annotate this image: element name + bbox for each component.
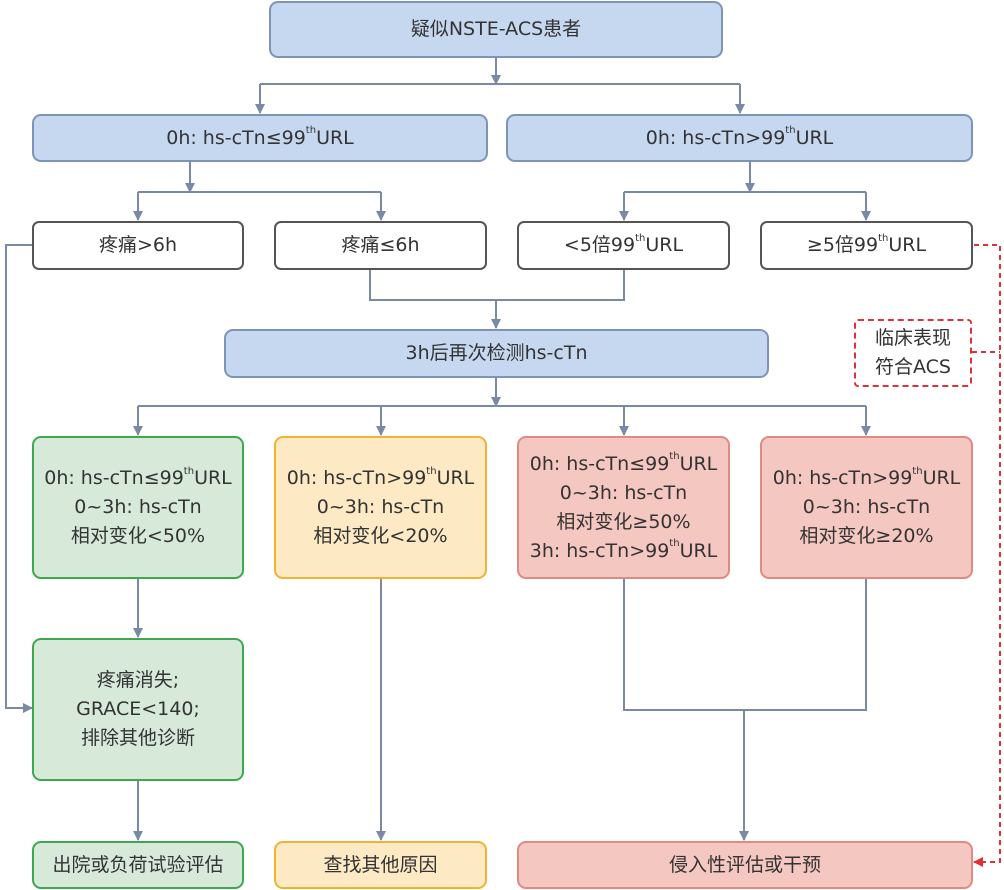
red1-line4: 3h: hs-cTn>99thURL: [529, 538, 718, 562]
pain-resolved-box: 疼痛消失; GRACE<140; 排除其他诊断: [32, 638, 244, 781]
clinical-note: 临床表现 符合ACS: [854, 319, 972, 387]
green-line2: 0~3h: hs-cTn: [74, 496, 202, 518]
pain-resolved-line2: GRACE<140;: [76, 698, 200, 720]
pain-le6-label: 疼痛≤6h: [341, 234, 420, 256]
left-0h-label: 0h: hs-cTn≤99thURL: [166, 125, 354, 149]
pain-gt6-label: 疼痛>6h: [98, 234, 178, 256]
retest-label: 3h后再次检测hs-cTn: [405, 342, 588, 364]
yellow-line1: 0h: hs-cTn>99thURL: [286, 465, 475, 489]
yellow-line3: 相对变化<20%: [313, 525, 448, 547]
red1-line3: 相对变化≥50%: [556, 510, 691, 533]
pain-gt6-box: 疼痛>6h: [32, 221, 244, 270]
clinical-note-line1: 临床表现: [874, 327, 951, 349]
green-line1: 0h: hs-cTn≤99thURL: [44, 465, 232, 489]
pain-le6-box: 疼痛≤6h: [274, 221, 487, 270]
yellow-line2: 0~3h: hs-cTn: [316, 496, 445, 518]
green-line3: 相对变化<50%: [70, 525, 206, 547]
ge5x-label: ≥5倍99thURL: [806, 232, 927, 256]
retest-box: 3h后再次检测hs-cTn: [224, 329, 769, 378]
red-criteria-box-2: 0h: hs-cTn>99thURL 0~3h: hs-cTn 相对变化≥20%: [760, 436, 973, 579]
red2-line2: 0~3h: hs-cTn: [802, 496, 931, 518]
red2-line3: 相对变化≥20%: [799, 525, 934, 547]
green-criteria-box: 0h: hs-cTn≤99thURL 0~3h: hs-cTn 相对变化<50%: [32, 436, 244, 579]
invasive-box: 侵入性评估或干预: [517, 841, 973, 889]
right-0h-label: 0h: hs-cTn>99thURL: [645, 125, 834, 149]
discharge-box: 出院或负荷试验评估: [32, 841, 244, 889]
pain-resolved-line1: 疼痛消失;: [96, 669, 180, 691]
lt5x-box: <5倍99thURL: [517, 221, 730, 270]
start-label: 疑似NSTE-ACS患者: [410, 18, 582, 40]
left-0h-box: 0h: hs-cTn≤99thURL: [32, 114, 488, 162]
find-cause-box: 查找其他原因: [274, 841, 487, 889]
red2-line1: 0h: hs-cTn>99thURL: [772, 465, 961, 489]
right-0h-box: 0h: hs-cTn>99thURL: [506, 114, 973, 162]
red1-line1: 0h: hs-cTn≤99thURL: [529, 451, 718, 475]
red1-line2: 0~3h: hs-cTn: [559, 481, 688, 504]
clinical-note-line2: 符合ACS: [875, 356, 951, 378]
pain-resolved-line3: 排除其他诊断: [80, 727, 195, 749]
ge5x-box: ≥5倍99thURL: [760, 221, 973, 270]
invasive-label: 侵入性评估或干预: [668, 853, 821, 876]
find-cause-label: 查找其他原因: [323, 853, 438, 876]
lt5x-label: <5倍99thURL: [563, 232, 684, 256]
discharge-label: 出院或负荷试验评估: [52, 853, 224, 876]
start-box: 疑似NSTE-ACS患者: [269, 1, 723, 58]
red-criteria-box-1: 0h: hs-cTn≤99thURL 0~3h: hs-cTn 相对变化≥50%…: [517, 436, 730, 579]
yellow-criteria-box: 0h: hs-cTn>99thURL 0~3h: hs-cTn 相对变化<20%: [274, 436, 487, 579]
